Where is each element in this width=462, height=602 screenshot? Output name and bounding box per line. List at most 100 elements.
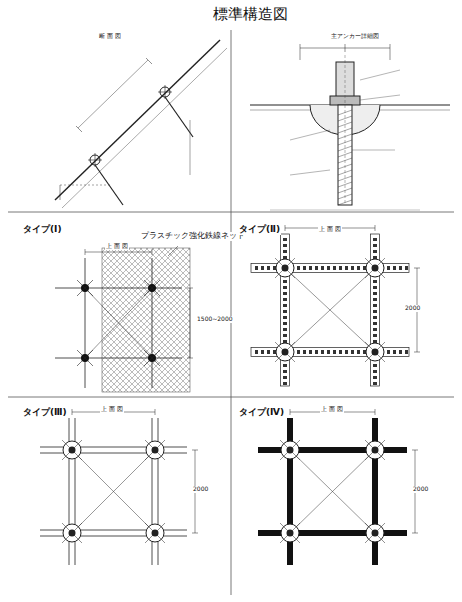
drawing-line bbox=[285, 225, 286, 231]
drawing-line bbox=[375, 225, 376, 231]
beam-hole bbox=[303, 350, 306, 354]
drawing-line bbox=[78, 60, 148, 128]
beam-hole bbox=[283, 280, 287, 283]
anchor-node bbox=[63, 441, 81, 459]
beam-hole bbox=[321, 350, 324, 354]
drawing-line bbox=[62, 48, 227, 208]
drawing-line bbox=[40, 530, 187, 531]
drawing-line bbox=[365, 258, 385, 278]
annotation-label: 2000 bbox=[412, 486, 429, 493]
beam-hole bbox=[283, 334, 287, 337]
beam-hole bbox=[255, 266, 258, 270]
beam-hole bbox=[261, 266, 264, 270]
drawing-line bbox=[372, 418, 378, 565]
drawing-line bbox=[85, 288, 152, 358]
beam-hole bbox=[373, 328, 377, 331]
anchor-node bbox=[366, 441, 384, 459]
beam-hole bbox=[387, 350, 390, 354]
anchor-node bbox=[281, 524, 299, 542]
drawing-line bbox=[85, 258, 86, 388]
drawing-line bbox=[280, 523, 300, 543]
drawing-line bbox=[352, 150, 395, 151]
beam-hole bbox=[333, 266, 336, 270]
drawing-line bbox=[231, 30, 232, 595]
beam-hole bbox=[405, 266, 408, 270]
drawing-line bbox=[414, 352, 420, 353]
drawing-line bbox=[290, 409, 291, 415]
beam-hole bbox=[339, 350, 342, 354]
drawing-line bbox=[365, 258, 385, 278]
beam-hole bbox=[373, 310, 377, 313]
anchor-node bbox=[366, 524, 384, 542]
beam-hole bbox=[393, 266, 396, 270]
drawing-line bbox=[258, 530, 407, 536]
beam-hole bbox=[283, 382, 287, 385]
drawing-line bbox=[258, 447, 407, 453]
drawing-line bbox=[287, 418, 293, 565]
beam-hole bbox=[373, 280, 377, 283]
beam-hole bbox=[373, 382, 377, 385]
beam-hole bbox=[283, 310, 287, 313]
drawing-line bbox=[187, 288, 193, 289]
beam-hole bbox=[373, 298, 377, 301]
annotation-label: 断 面 図 bbox=[98, 33, 122, 40]
annotation-label: 上 面 図 bbox=[318, 226, 342, 233]
beam-hole bbox=[267, 350, 270, 354]
drawing-line bbox=[55, 288, 182, 289]
type-heading: タイプ(Ⅱ) bbox=[238, 225, 281, 235]
drawing-line bbox=[145, 523, 165, 543]
drawing-line bbox=[290, 170, 330, 175]
beam-hole bbox=[309, 350, 312, 354]
beam-hole bbox=[283, 250, 287, 253]
drawing-line bbox=[72, 450, 155, 533]
drawing-line bbox=[360, 70, 400, 80]
annotation-label: 1500~2000 bbox=[196, 316, 234, 323]
beam-hole bbox=[373, 244, 377, 247]
part-label: プラスチック強化鉄線ネット bbox=[140, 232, 246, 241]
drawing-line bbox=[275, 342, 295, 362]
drawing-line bbox=[144, 350, 160, 366]
drawing-line bbox=[275, 342, 295, 362]
drawing-line bbox=[155, 409, 156, 415]
drawing-line bbox=[69, 418, 70, 565]
drawing-line bbox=[60, 185, 110, 186]
beam-hole bbox=[373, 376, 377, 379]
beam-hole bbox=[255, 350, 258, 354]
beam-hole bbox=[297, 350, 300, 354]
annotation-label: 2000 bbox=[404, 305, 421, 312]
drawing-line bbox=[77, 350, 93, 366]
annotation-label: 2000 bbox=[192, 486, 209, 493]
drawing-line bbox=[390, 44, 391, 60]
beam-hole bbox=[373, 292, 377, 295]
beam-hole bbox=[357, 350, 360, 354]
drawing-line bbox=[190, 288, 191, 358]
drawing-line bbox=[414, 268, 420, 269]
drawing-line bbox=[275, 258, 295, 278]
drawing-line bbox=[60, 185, 61, 200]
beam-hole bbox=[345, 266, 348, 270]
beam-hole bbox=[373, 238, 377, 241]
drawing-line bbox=[62, 440, 82, 460]
beam-hole bbox=[315, 266, 318, 270]
drawing-line bbox=[365, 342, 385, 362]
drawing-line bbox=[187, 358, 193, 359]
beam-hole bbox=[351, 266, 354, 270]
drawing-line bbox=[365, 440, 385, 460]
drawing-strokes bbox=[8, 30, 454, 595]
beam-hole bbox=[315, 350, 318, 354]
drawing-line bbox=[285, 268, 375, 352]
lattice-beam bbox=[281, 234, 290, 386]
beam-hole bbox=[283, 238, 287, 241]
beam-hole bbox=[373, 286, 377, 289]
drawing-line bbox=[280, 440, 300, 460]
drawing-line bbox=[144, 280, 160, 296]
beam-hole bbox=[373, 322, 377, 325]
drawing-line bbox=[144, 350, 160, 366]
drawing-line bbox=[192, 450, 198, 451]
beam-hole bbox=[387, 266, 390, 270]
beam-hole bbox=[283, 376, 287, 379]
annotation-label: 主アンカー詳細図 bbox=[330, 33, 380, 40]
beam-hole bbox=[297, 266, 300, 270]
beam-hole bbox=[357, 266, 360, 270]
beam-hole bbox=[373, 364, 377, 367]
